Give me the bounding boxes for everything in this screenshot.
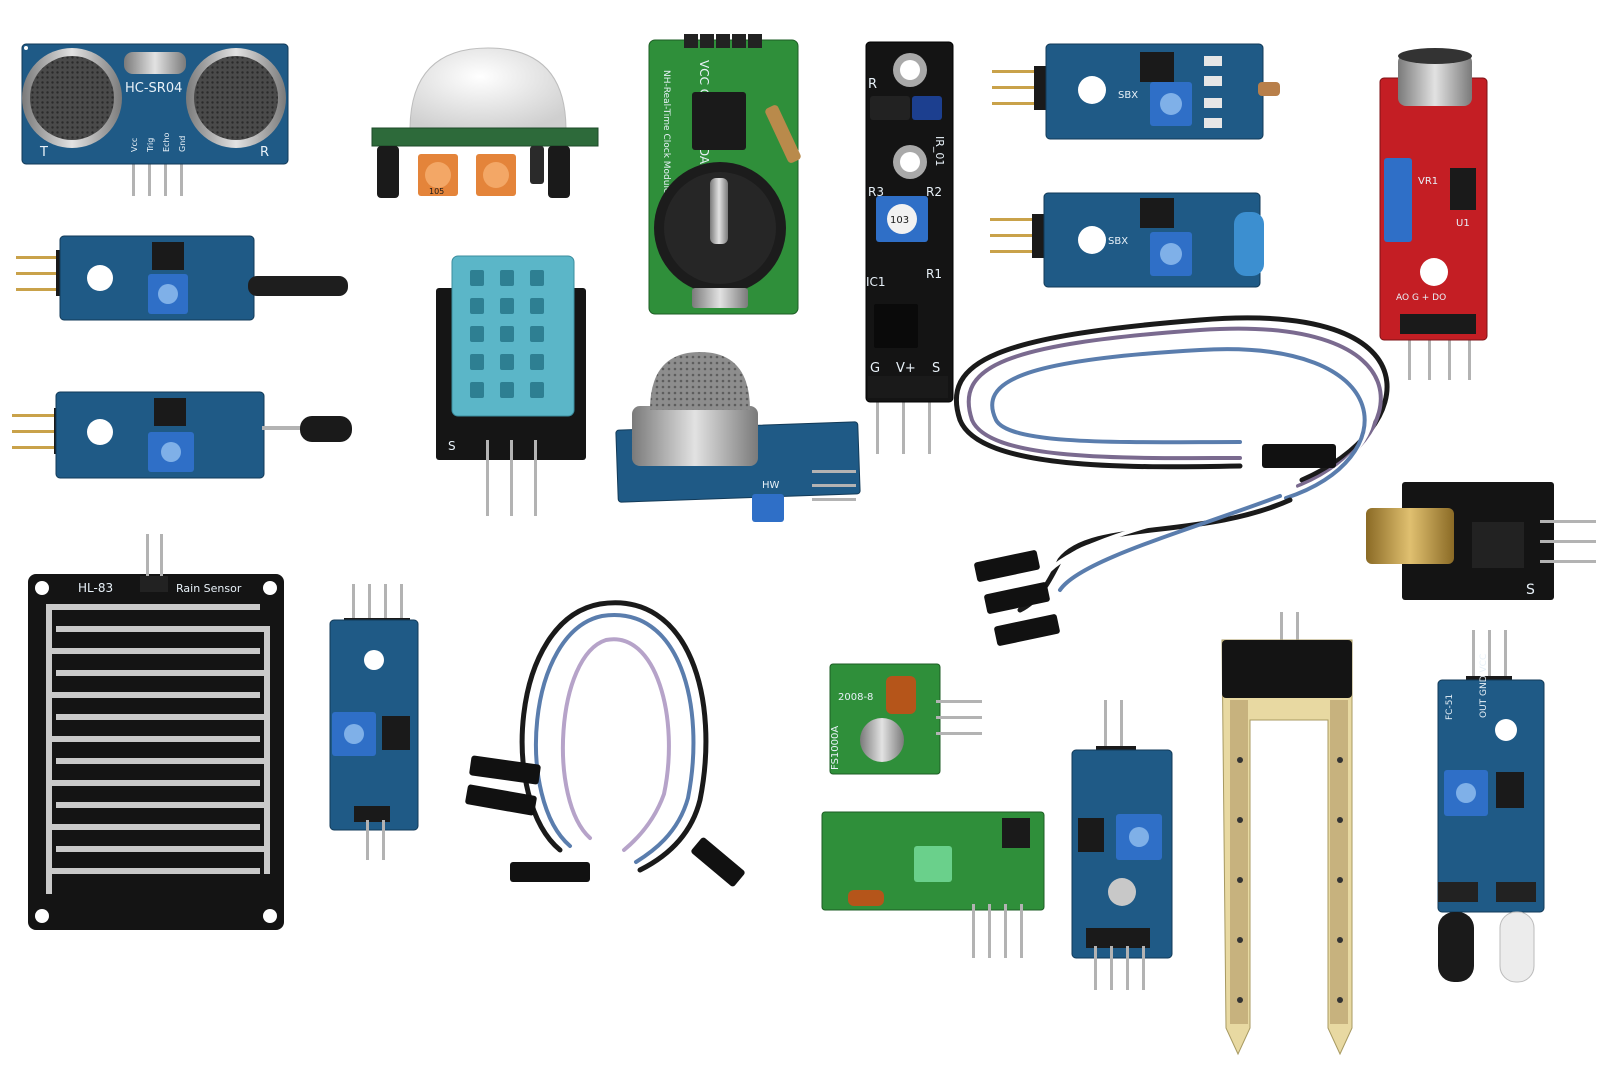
rf-transmitter: FS1000A 2008-8 <box>829 663 982 775</box>
pin-vcc-label: Vcc <box>130 138 139 152</box>
header-pins <box>992 70 1036 105</box>
sbx-label: SBX <box>1108 236 1128 247</box>
dht11-sensor: S <box>436 255 586 516</box>
board-label: HW <box>762 480 780 491</box>
capacitors <box>377 146 570 198</box>
vibration-switch <box>1234 212 1264 276</box>
module-name: IR_01 <box>933 136 946 166</box>
soil-moisture-probe <box>1221 612 1353 1056</box>
hall-sensor-module <box>1071 700 1173 990</box>
comparator-board-vertical <box>329 584 419 860</box>
coin-cell-holder <box>654 162 786 308</box>
vibration-sensor-module: SBX <box>990 192 1264 288</box>
op-amp-chip <box>1450 168 1476 210</box>
sense-traces <box>46 604 270 894</box>
u1-label: U1 <box>1456 218 1470 229</box>
jumper-cable-coiled <box>465 600 745 887</box>
light-sensor-module: SBX <box>992 43 1280 140</box>
pot-code: 103 <box>890 215 909 226</box>
ir-emitter <box>912 96 942 120</box>
tilt-switch-module <box>16 235 348 321</box>
grille <box>470 270 544 398</box>
sensor-label: Rain Sensor <box>176 582 242 595</box>
sound-sensor-module: VR1 U1 AO G + DO <box>1379 48 1488 380</box>
crystal <box>124 52 186 74</box>
pin-gnd-label: Gnd <box>178 136 187 152</box>
header-pins <box>12 414 58 449</box>
label-ic1: IC1 <box>866 275 886 289</box>
ir-receiver <box>870 96 910 120</box>
pin-g-label: G <box>870 361 880 376</box>
label-r2: R2 <box>926 185 942 199</box>
date-label: 2008-8 <box>838 692 873 703</box>
label-r3: R3 <box>868 185 884 199</box>
model-label: HL-83 <box>78 581 113 595</box>
pin-labels: OUT GND VCC <box>1479 654 1489 718</box>
rtc-clock-module: VCC GND CLK DAT RST NH-Real-Time Clock M… <box>648 34 801 315</box>
saw-resonator <box>860 718 904 762</box>
fresnel-dome <box>409 47 567 131</box>
photoresistor <box>1258 82 1280 96</box>
pin-labels: AO G + DO <box>1396 293 1446 303</box>
laser-module: S <box>1366 482 1596 600</box>
label-s: S <box>1526 582 1535 598</box>
ir-emitter-led <box>1499 911 1535 983</box>
rain-sensor-board: HL-83 Rain Sensor <box>28 534 284 930</box>
header-pins <box>16 256 62 291</box>
sbx-label: SBX <box>1118 90 1138 101</box>
antenna-coil <box>886 676 916 714</box>
gas-sensor-module: HW <box>615 352 861 522</box>
jumper-cable-long <box>953 315 1390 646</box>
tuning-pot <box>914 846 952 882</box>
ultrasonic-sensor: HC-SR04 T R Vcc Trig Echo Gnd <box>21 43 289 196</box>
probe-traces <box>1237 757 1343 1003</box>
ic-chip <box>874 304 918 348</box>
label-r: R <box>868 77 877 92</box>
gas-sensor-can <box>632 352 758 466</box>
label-s: S <box>448 439 456 453</box>
model-label: HC-SR04 <box>125 81 182 96</box>
pin-echo-label: Echo <box>162 132 171 152</box>
header-pins <box>876 396 931 454</box>
model-label: FS1000A <box>830 726 841 770</box>
microphone <box>1398 48 1472 106</box>
pin-s-label: S <box>932 361 940 376</box>
label-t: T <box>39 145 48 160</box>
connector-housing <box>1262 444 1336 468</box>
transducer-left <box>22 48 122 148</box>
pin-trig-label: Trig <box>146 138 155 153</box>
header-pins <box>684 34 762 48</box>
trim-pot <box>1384 158 1412 242</box>
ir-receiver-led <box>300 416 352 442</box>
header-pins <box>132 158 183 196</box>
vr1-label: VR1 <box>1418 176 1438 187</box>
header-pins <box>990 218 1034 253</box>
pot-code: 105 <box>429 187 444 196</box>
obstacle-avoidance-module: OUT GND VCC FC-51 <box>1437 630 1545 983</box>
tilt-switch <box>248 276 348 296</box>
rf-receiver <box>821 811 1045 958</box>
module-title: NH-Real-Time Clock Modules - 2 <box>661 70 671 213</box>
ds1302-chip <box>692 92 746 150</box>
trim-pot-right <box>476 154 516 196</box>
laser-diode <box>1366 508 1454 564</box>
ir-receiver-led <box>1438 912 1474 982</box>
label-r1: R1 <box>926 267 942 281</box>
transducer-right <box>186 48 286 148</box>
pir-motion-sensor: 105 <box>371 47 599 198</box>
ir-tracker-module: 103 R R3 R2 R1 IC1 IR_01 G V+ S <box>865 41 954 454</box>
comparator-chip <box>1140 52 1174 82</box>
label-r: R <box>260 145 269 160</box>
header-pins <box>486 440 537 516</box>
pin-v-label: V+ <box>896 361 916 376</box>
trim-pot-left: 105 <box>418 154 458 196</box>
flame-sensor-module <box>12 391 352 479</box>
crystal <box>765 105 801 163</box>
header-pins <box>1408 334 1471 380</box>
model-label: FC-51 <box>1445 694 1455 720</box>
